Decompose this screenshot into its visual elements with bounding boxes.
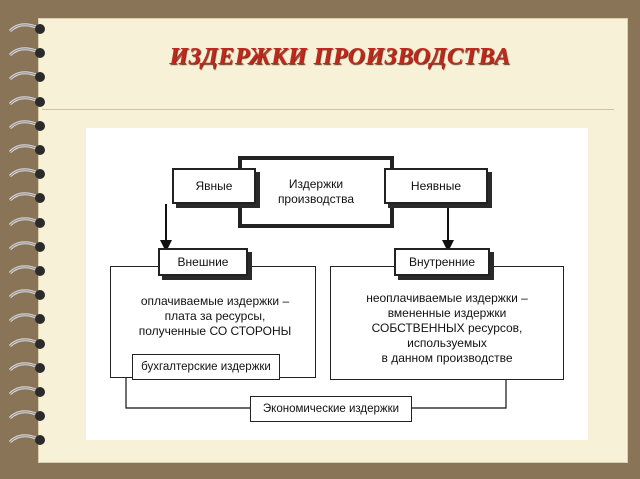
spiral-ring-icon [6, 167, 50, 180]
spiral-ring-icon [6, 312, 50, 325]
spiral-ring-icon [6, 95, 50, 107]
internal-panel [330, 266, 564, 380]
spiral-ring-icon [6, 70, 50, 83]
connector-lines [125, 204, 507, 409]
accounting-costs-box: бухгалтерские издержки [132, 354, 280, 380]
external-description: оплачиваемые издержки – плата за ресурсы… [138, 293, 292, 338]
title-divider [42, 109, 614, 110]
spiral-ring-icon [6, 22, 50, 34]
slide-title: ИЗДЕРЖКИ ПРОИЗВОДСТВА [169, 44, 511, 70]
spiral-ring-icon [6, 433, 50, 446]
spiral-ring-icon [6, 361, 50, 373]
explicit-costs-box: Явные [172, 168, 256, 204]
spiral-ring-icon [6, 409, 50, 422]
external-costs-box: Внешние [158, 248, 248, 276]
economic-bracket-left [125, 364, 258, 409]
spiral-ring-icon [6, 337, 50, 349]
costs-diagram: Издержки производства Явные Неявные опла… [86, 128, 588, 440]
implicit-costs-box: Неявные [384, 168, 488, 204]
spiral-ring-icon [6, 191, 50, 204]
arrow-down-icon [160, 240, 172, 252]
spiral-ring-icon [6, 46, 50, 59]
internal-description: неоплачиваемые издержки – вмененные изде… [366, 290, 528, 365]
economic-costs-box: Экономические издержки [250, 396, 412, 422]
spiral-ring-icon [6, 216, 50, 228]
economic-bracket-right [406, 380, 507, 409]
spiral-ring-icon [6, 143, 50, 155]
internal-costs-box: Внутренние [394, 248, 490, 276]
spiral-ring-icon [6, 288, 50, 301]
spiral-ring-icon [6, 264, 50, 276]
production-costs-box: Издержки производства [238, 156, 394, 228]
spiral-ring-icon [6, 240, 50, 252]
spiral-ring-icon [6, 119, 50, 131]
arrow-down-icon [442, 240, 454, 252]
spiral-ring-icon [6, 385, 50, 397]
